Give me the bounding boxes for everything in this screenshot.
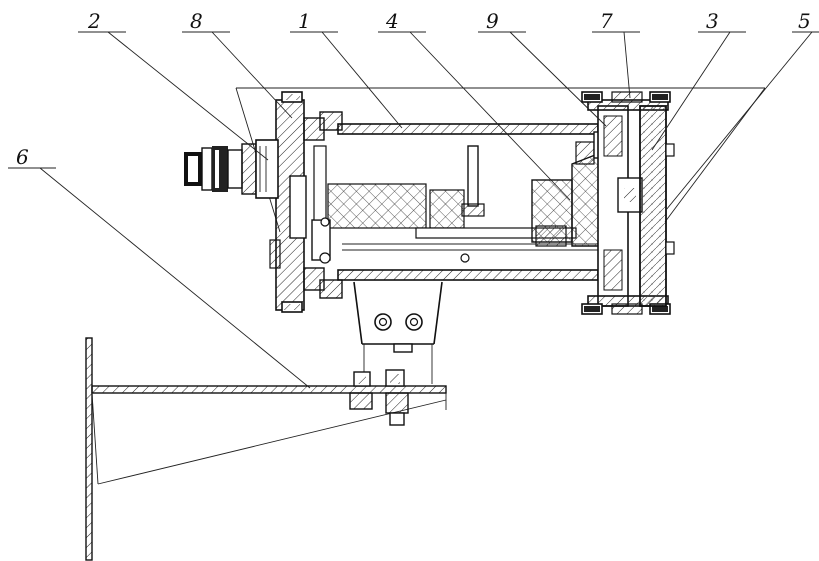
- internal-board: [311, 145, 577, 264]
- callout-3: 3: [706, 9, 719, 33]
- rear-flange: [269, 91, 343, 313]
- leader-lines: [8, 31, 819, 389]
- callout-6: 6: [16, 145, 29, 169]
- callout-2: 2: [87, 9, 101, 33]
- bracket: [85, 337, 447, 561]
- callout-7: 7: [600, 9, 613, 33]
- callout-9: 9: [486, 9, 499, 33]
- mount-block: [353, 281, 443, 384]
- callout-4: 4: [385, 9, 399, 33]
- callout-1: 1: [298, 9, 311, 33]
- front-flange: [581, 91, 671, 315]
- callout-8: 8: [190, 9, 203, 33]
- window-frame: [639, 105, 675, 307]
- connector: [184, 139, 279, 199]
- callout-5: 5: [798, 9, 811, 33]
- callout-labels: 2 8 1 4 9 7 3 5 6: [16, 9, 811, 169]
- lens-mount: [597, 105, 643, 307]
